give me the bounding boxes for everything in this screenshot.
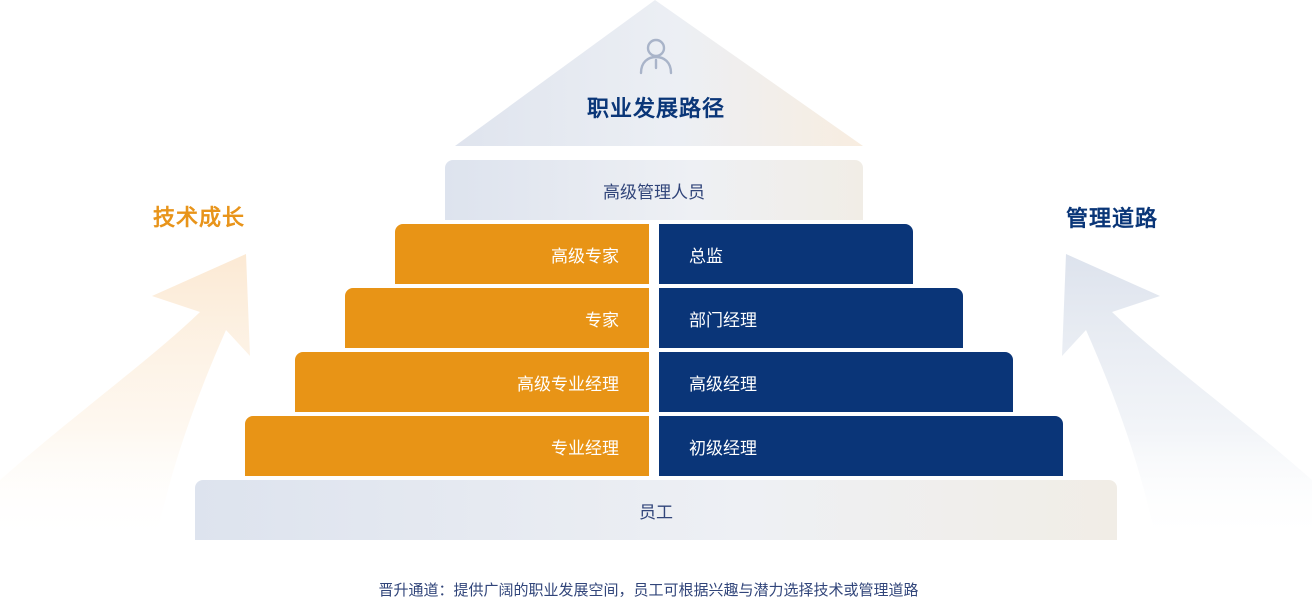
tech-level-professional-manager: 专业经理 <box>245 416 649 476</box>
management-path-label: 管理道路 <box>1066 207 1159 232</box>
technical-growth-arrow <box>0 254 250 545</box>
technical-growth-label: 技术成长 <box>153 206 246 231</box>
mgmt-level-junior-manager: 初级经理 <box>659 416 1063 476</box>
management-path-arrow <box>1062 254 1312 545</box>
tech-level-senior-expert: 高级专家 <box>395 224 649 284</box>
roof-triangle <box>455 0 863 146</box>
mgmt-level-senior-manager: 高级经理 <box>659 352 1013 412</box>
mgmt-level-director: 总监 <box>659 224 913 284</box>
tech-level-senior-professional-manager: 高级专业经理 <box>295 352 649 412</box>
mgmt-level-department-manager: 部门经理 <box>659 288 963 348</box>
diagram-title: 职业发展路径 <box>586 97 725 122</box>
tech-level-expert: 专家 <box>345 288 649 348</box>
caption: 晋升通道：提供广阔的职业发展空间，员工可根据兴趣与潜力选择技术或管理道路 <box>378 581 919 599</box>
employee-level: 员工 <box>195 480 1117 540</box>
person-icon <box>639 38 673 75</box>
senior-management-level: 高级管理人员 <box>445 160 863 220</box>
